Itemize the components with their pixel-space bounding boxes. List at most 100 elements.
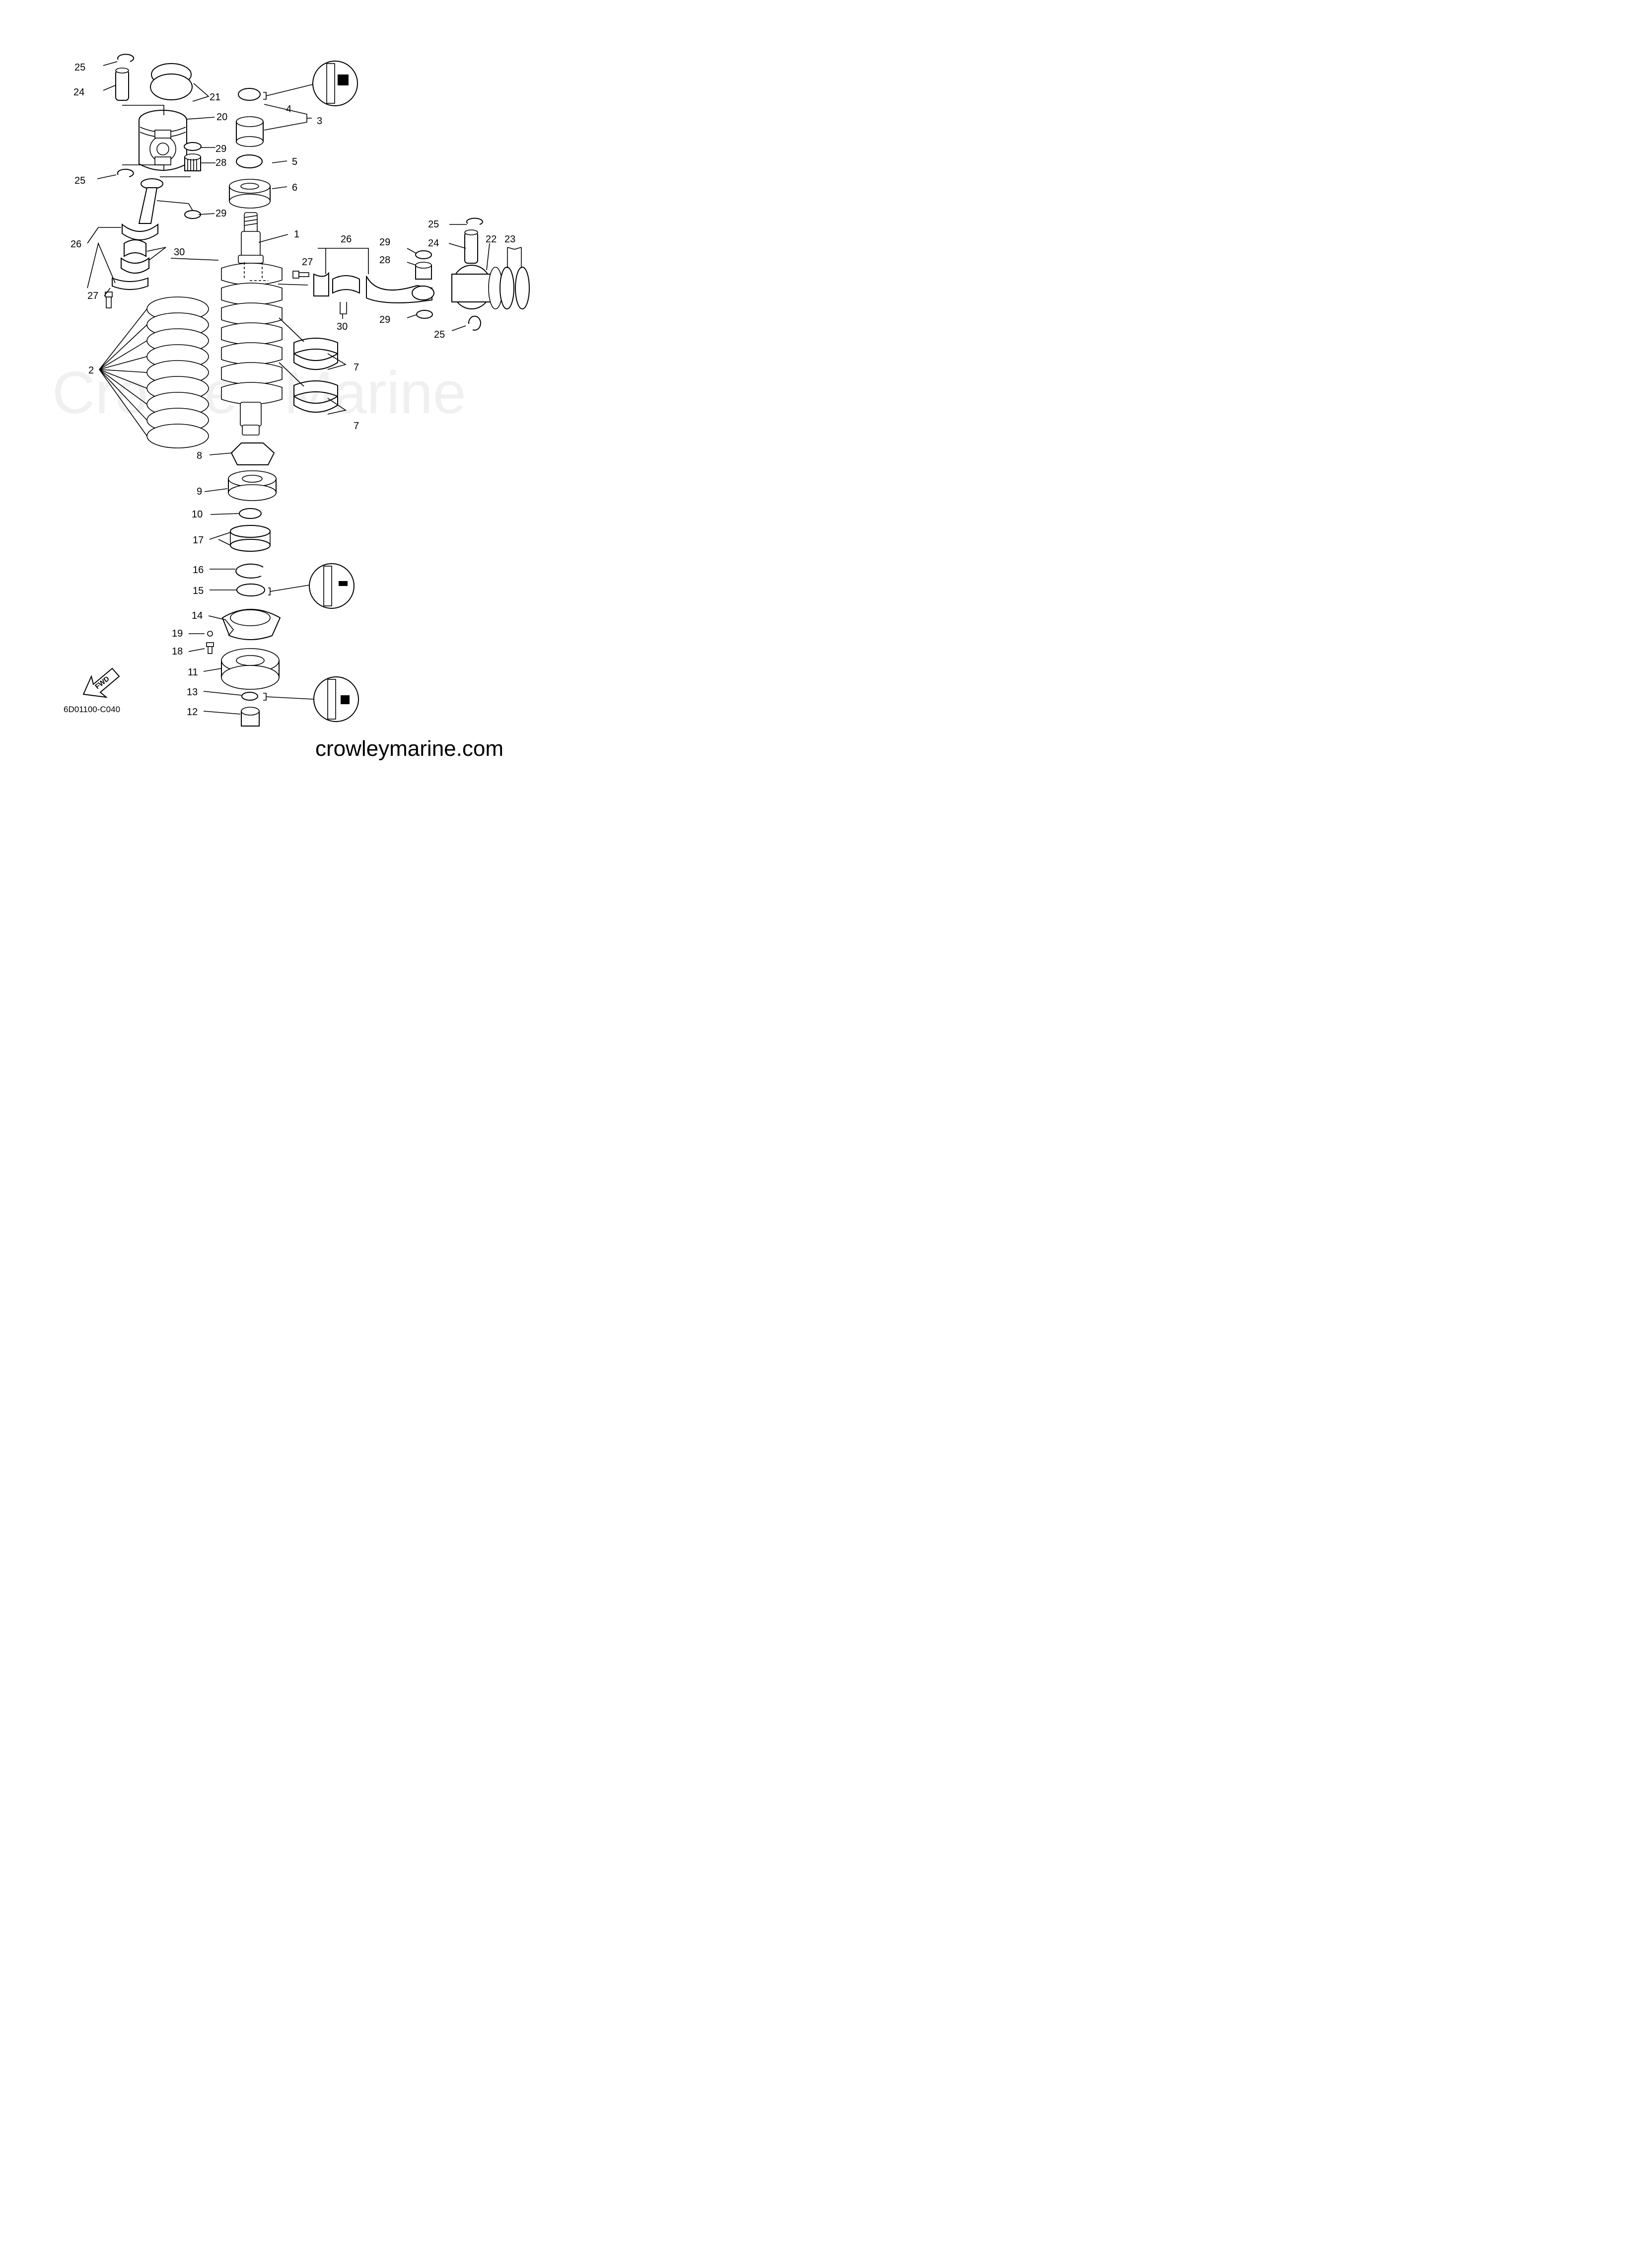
callout-24: 24 <box>73 87 84 98</box>
callout-4: 4 <box>286 104 291 115</box>
ball-bearing-9 <box>228 470 277 501</box>
rod-bolt-right <box>292 271 309 279</box>
fwd-arrow-icon: FWD <box>82 667 120 698</box>
callout-29: 29 <box>379 314 390 325</box>
bearing-3 <box>236 116 264 147</box>
callout-21: 21 <box>210 92 220 103</box>
callout-25: 25 <box>74 175 85 186</box>
clip-25c <box>466 218 483 225</box>
callout-25: 25 <box>428 219 439 230</box>
leader-fan-2 <box>99 308 147 437</box>
callout-25: 25 <box>74 62 85 73</box>
circlip-10 <box>239 508 262 519</box>
callout-29: 29 <box>215 208 226 219</box>
clip-25d <box>468 315 481 331</box>
main-bearing-7b <box>293 380 338 413</box>
flywheel-11 <box>221 648 280 690</box>
callout-24: 24 <box>428 238 439 249</box>
callout-11: 11 <box>188 667 198 678</box>
callout-10: 10 <box>192 509 203 520</box>
website-url: crowleymarine.com <box>315 736 503 761</box>
leader-line <box>99 369 147 389</box>
leader-line <box>99 369 147 405</box>
callout-6: 6 <box>292 182 297 193</box>
callout-3: 3 <box>317 116 322 127</box>
callout-26: 26 <box>71 239 81 250</box>
callout-22: 22 <box>486 234 497 245</box>
leader-line <box>99 324 147 370</box>
callout-29: 29 <box>379 237 390 248</box>
washer-29c <box>415 250 432 259</box>
needle-bearing-28a <box>184 153 201 171</box>
nut-12 <box>241 707 260 727</box>
circlip-16 <box>235 563 264 579</box>
leader-detail-bottom <box>263 693 314 701</box>
leader-detail-mid <box>268 585 310 595</box>
crank-web <box>221 283 283 305</box>
callout-20: 20 <box>216 112 227 123</box>
callout-19: 19 <box>172 628 183 639</box>
callout-2: 2 <box>88 365 94 376</box>
callout-8: 8 <box>197 450 202 461</box>
callout-28: 28 <box>379 255 390 266</box>
crank-web <box>221 382 283 405</box>
clip-25b <box>117 168 134 177</box>
lubrication-detail-top <box>312 61 358 106</box>
callout-27: 27 <box>302 257 313 268</box>
crank-web <box>221 342 283 365</box>
callout-12: 12 <box>187 707 198 718</box>
connecting-rod-right <box>313 272 434 303</box>
connecting-rod-left <box>122 178 163 240</box>
leader-line <box>99 340 147 370</box>
piston-ring-23b <box>515 267 530 309</box>
piston-right <box>451 265 503 309</box>
parts-diagram: Crowley Marine <box>0 0 564 779</box>
piston-ring-21b <box>150 73 193 100</box>
o-rings-17 <box>230 525 271 552</box>
washer-29a <box>184 142 202 151</box>
rod-cap-left <box>112 277 148 290</box>
washer-29d <box>416 310 433 319</box>
crank-web <box>221 362 283 385</box>
callout-29: 29 <box>215 144 226 154</box>
piston-left <box>139 110 187 171</box>
callout-7: 7 <box>354 421 359 432</box>
leader-line <box>99 369 147 421</box>
callout-9: 9 <box>197 486 202 497</box>
seal-4 <box>238 88 261 101</box>
washer-19 <box>207 631 213 637</box>
piston-pin-left <box>115 68 129 101</box>
callout-25: 25 <box>434 329 445 340</box>
callout-17: 17 <box>193 535 204 546</box>
callout-15: 15 <box>193 585 204 596</box>
big-end-bearing-right <box>332 275 360 294</box>
callout-1: 1 <box>294 229 299 240</box>
main-bearing-7a <box>293 338 338 370</box>
callout-30: 30 <box>174 247 185 258</box>
bolt-18 <box>206 642 214 654</box>
callout-28: 28 <box>215 157 226 168</box>
callout-7: 7 <box>354 362 359 373</box>
callout-27: 27 <box>87 291 98 301</box>
callout-23: 23 <box>504 234 515 245</box>
lubrication-detail-bottom <box>313 676 359 722</box>
washer-29b <box>184 210 201 219</box>
callout-14: 14 <box>192 610 203 621</box>
leader-line <box>99 369 147 437</box>
callout-26: 26 <box>341 234 352 245</box>
drawing-code: 6D01100-C040 <box>64 705 120 714</box>
crank-web <box>221 263 283 286</box>
needle-bearing-28b <box>415 262 432 280</box>
crank-web <box>221 302 283 325</box>
crank-web <box>221 322 283 345</box>
leader-line <box>99 369 147 373</box>
crankshaft <box>221 212 283 436</box>
clip-25a <box>117 54 135 62</box>
leader-line <box>99 308 147 370</box>
callout-18: 18 <box>172 646 183 657</box>
piston-ring <box>146 424 209 448</box>
housing-14 <box>221 609 281 640</box>
ball-bearing-6 <box>229 179 271 209</box>
leader-line <box>99 356 147 370</box>
